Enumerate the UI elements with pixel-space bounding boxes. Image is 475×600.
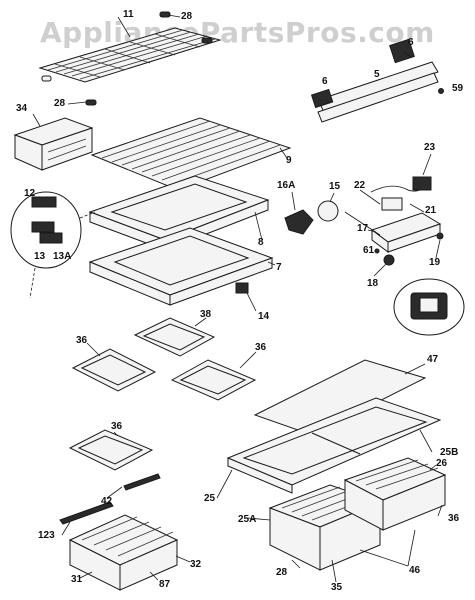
callout-31: 31 — [71, 574, 83, 585]
callout-16a: 16A — [277, 180, 296, 191]
callout-35: 35 — [331, 582, 343, 593]
callout-46: 46 — [409, 565, 421, 576]
callout-25b: 25B — [440, 447, 459, 458]
callout-15: 15 — [329, 181, 341, 192]
callout-28: 28 — [181, 11, 193, 22]
callout-36: 36 — [448, 513, 460, 524]
callout-32: 32 — [190, 559, 202, 570]
top-glass-shelf — [90, 117, 292, 191]
callout-17: 17 — [357, 223, 369, 234]
callout-6: 6 — [408, 37, 414, 48]
callout-36: 36 — [111, 421, 123, 432]
callout-7: 7 — [276, 262, 282, 273]
leader-lines — [32, 14, 443, 583]
callout-59: 59 — [452, 83, 464, 94]
callout-42: 42 — [101, 496, 113, 507]
callout-8: 8 — [258, 237, 264, 248]
callout-14: 14 — [258, 311, 270, 322]
clip — [235, 282, 257, 312]
callout-11: 11 — [123, 9, 134, 20]
shelf-pan — [88, 227, 274, 306]
callout-26: 26 — [436, 458, 448, 469]
clip-detail — [10, 191, 96, 299]
callout-21: 21 — [425, 205, 437, 216]
callout-23: 23 — [424, 142, 436, 153]
small-glass-shelves — [68, 317, 257, 471]
callout-36: 36 — [76, 335, 88, 346]
callout-25a: 25A — [238, 514, 257, 525]
small-crisper-bin — [13, 117, 94, 171]
crisper-drawers — [268, 457, 447, 571]
wire-shelf — [38, 11, 222, 106]
callout-38: 38 — [200, 309, 212, 320]
callout-5: 5 — [374, 69, 380, 80]
callout-61: 61 — [363, 245, 375, 256]
callout-22: 22 — [354, 180, 366, 191]
callout-9: 9 — [286, 155, 292, 166]
callout-34: 34 — [16, 103, 28, 114]
callout-47: 47 — [427, 354, 439, 365]
large-glass-shelf — [226, 359, 442, 494]
callout-25: 25 — [204, 493, 216, 504]
callout-13: 13 — [34, 251, 46, 262]
control-housing — [310, 38, 444, 123]
callout-19: 19 — [429, 257, 441, 268]
callout-6: 6 — [322, 76, 328, 87]
callout-28: 28 — [276, 567, 288, 578]
callout-87: 87 — [159, 579, 171, 590]
callout-123: 123 — [38, 530, 55, 541]
meat-pan — [59, 473, 179, 591]
callout-12: 12 — [24, 188, 36, 199]
callout-18: 18 — [367, 278, 379, 289]
callout-36: 36 — [255, 342, 267, 353]
callout-13a: 13A — [53, 251, 72, 262]
light-assembly — [284, 176, 465, 336]
callout-28: 28 — [54, 98, 66, 109]
